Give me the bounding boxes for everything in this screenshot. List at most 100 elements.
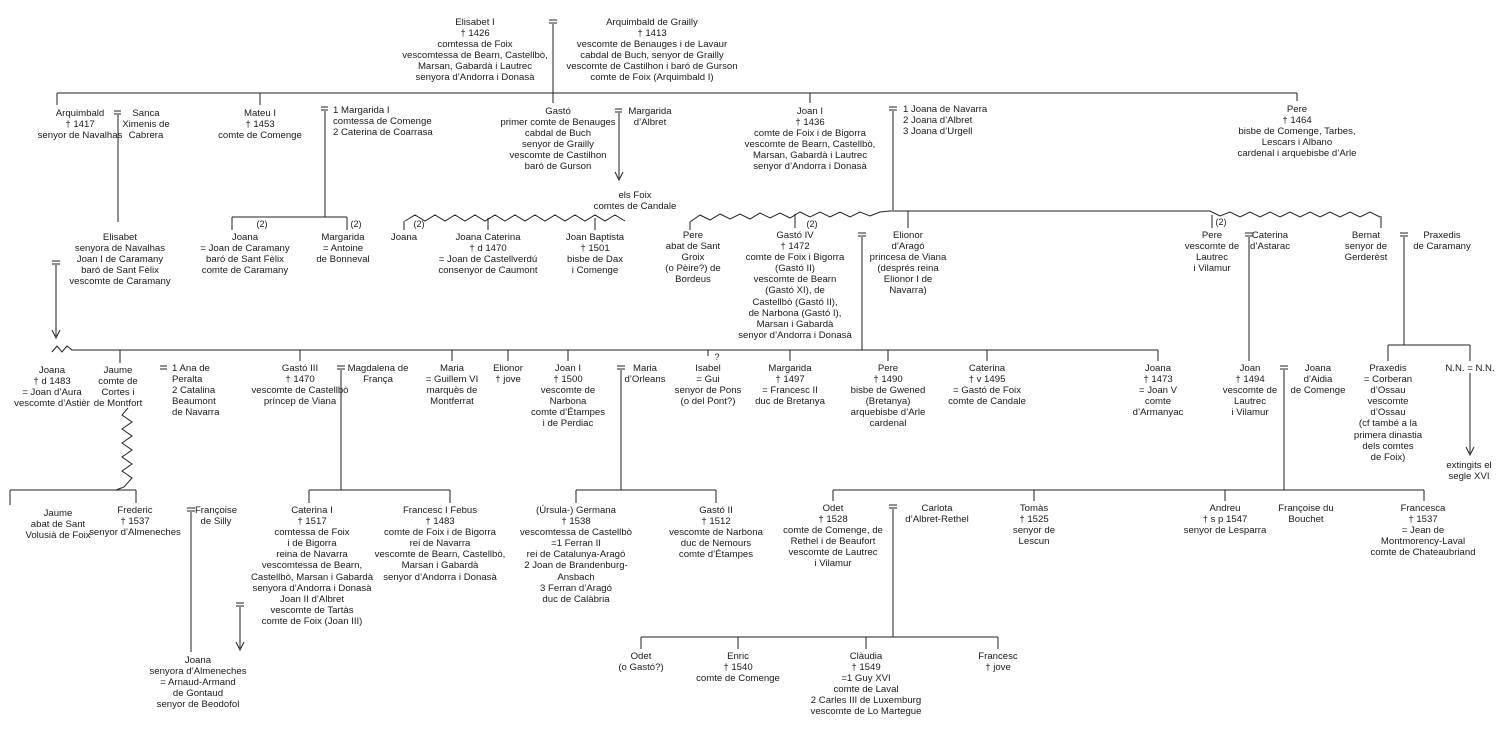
person-line: Clàudia — [849, 651, 883, 662]
person-line: dels comtes — [1362, 440, 1414, 452]
person-line: baró de Gurson — [524, 161, 592, 173]
person-line: † jove — [985, 662, 1011, 674]
person-line: i Comenge — [571, 265, 619, 277]
person-line: de Navarra — [172, 407, 220, 419]
person-line: baró de Sant Fèlix — [206, 254, 284, 266]
person-line: Pere — [877, 363, 899, 374]
person-line: de Caramany — [1413, 241, 1471, 253]
person-line: de Silly — [200, 516, 232, 528]
person-line: senyor d’Andorra i Donasà — [753, 161, 867, 173]
person-line: abat de Sant — [665, 241, 721, 253]
person-line: Gastó IV — [776, 230, 814, 241]
person-line: duc de Calàbria — [542, 593, 610, 605]
person-line: Lautrec — [1196, 252, 1228, 264]
person-line: † v 1495 — [968, 374, 1006, 386]
person-line: Joan I — [796, 106, 824, 117]
person-line: bisbe de Gwened — [850, 385, 926, 397]
person-line: vescomte — [1367, 396, 1409, 408]
person-line: † 1512 — [701, 516, 731, 528]
person-line: primera dinastia — [1353, 429, 1423, 441]
person-line: cabdal de Buch, senyor de Grailly — [580, 50, 724, 62]
person-line: comtes de Candale — [593, 201, 677, 213]
person-line: Lautrec — [1234, 396, 1266, 408]
person-line: Francesc I Febus — [402, 505, 478, 516]
person-line: comte de Caramany — [201, 265, 289, 277]
person-line: Arquimbald de Grailly — [606, 17, 698, 28]
person-line: de Foix) — [1370, 451, 1406, 463]
person-line: Cabrera — [128, 130, 164, 142]
person-line: 1 Joana de Navarra — [903, 104, 988, 115]
person-line: comte de Chateaubriand — [1370, 547, 1476, 559]
person-line: Frederic — [117, 505, 153, 516]
person-line: d’Albret — [633, 117, 667, 129]
marriage-number-mark: (2) — [256, 219, 268, 229]
person-line: comte d’Étampes — [678, 549, 754, 561]
person-joana-2: Joana — [391, 232, 417, 243]
person-francesc-jove: Francesc† jove — [978, 651, 1017, 673]
person-line: vescomte de — [1222, 385, 1278, 397]
person-line: Elisabet I — [455, 17, 495, 28]
person-line: Pere — [682, 230, 704, 241]
person-nn: N.N. = N.N. — [1445, 363, 1494, 374]
person-line: 2 Joan de Brandenburg- — [524, 560, 628, 572]
person-line: senyora d’Almeneches — [149, 666, 247, 678]
person-line: vescomte de Tartàs — [270, 604, 354, 616]
marriage-number-mark: ? — [714, 352, 720, 362]
person-line: 2 Carles III de Luxemburg — [810, 695, 922, 707]
person-line: † 1413 — [637, 28, 667, 40]
person-line: † 1453 — [245, 119, 275, 131]
person-line: Maria — [440, 363, 464, 374]
person-line: Joana — [1144, 363, 1172, 374]
person-line: França — [363, 374, 393, 386]
person-line: senyora de Navalhas — [74, 243, 166, 255]
person-line: senyor de — [1344, 241, 1388, 253]
person-line: Beaumont — [172, 396, 216, 408]
person-line: Ansbach — [557, 571, 595, 583]
person-line: Joana — [390, 232, 418, 243]
person-line: Lescars i Albano — [1261, 137, 1333, 149]
person-line: senyor de — [1012, 525, 1056, 537]
person-line: senyor d’Almeneches — [89, 527, 181, 539]
marriage-number-mark: (2) — [413, 219, 425, 229]
person-line: Elisabet — [102, 232, 138, 243]
person-line: Gastó III — [281, 363, 319, 374]
person-line: comte de Foix i Bigorra — [745, 252, 845, 264]
person-line: † 1528 — [818, 514, 848, 526]
person-line: comte de Foix (Arquimbald I) — [590, 72, 714, 84]
person-line: Castellbò, Marsan i Gabardà — [250, 571, 374, 583]
person-line: Elionor — [893, 230, 923, 241]
person-line: vescomte de Lo Martegue — [810, 706, 922, 718]
person-line: d’Ossau — [1370, 407, 1406, 419]
person-line: reina de Navarra — [276, 549, 348, 561]
person-line: Pere — [1201, 230, 1223, 241]
person-line: de Gontaud — [172, 688, 224, 700]
person-line: Marsan, Gabardà i Lautrec — [752, 150, 868, 162]
person-line: =1 Guy XVI — [841, 673, 891, 685]
person-line: (cf també a la — [1358, 418, 1418, 430]
person-line: rei de Catalunya-Aragó — [526, 549, 626, 561]
person-line: † 1501 — [580, 243, 610, 255]
person-line: Gastó — [545, 106, 571, 117]
person-line: † 1473 — [1143, 374, 1173, 386]
person-line: vescomte de Bearn, Castellbò, — [374, 549, 506, 561]
person-line: Isabel — [695, 363, 721, 374]
person-line: arquebisbe d’Arle — [850, 407, 926, 419]
person-line: Caterina I — [291, 505, 333, 516]
person-line: Carlota — [921, 503, 953, 514]
person-line: 1 Ana de — [172, 363, 210, 374]
person-line: de Comenge — [1290, 385, 1346, 397]
